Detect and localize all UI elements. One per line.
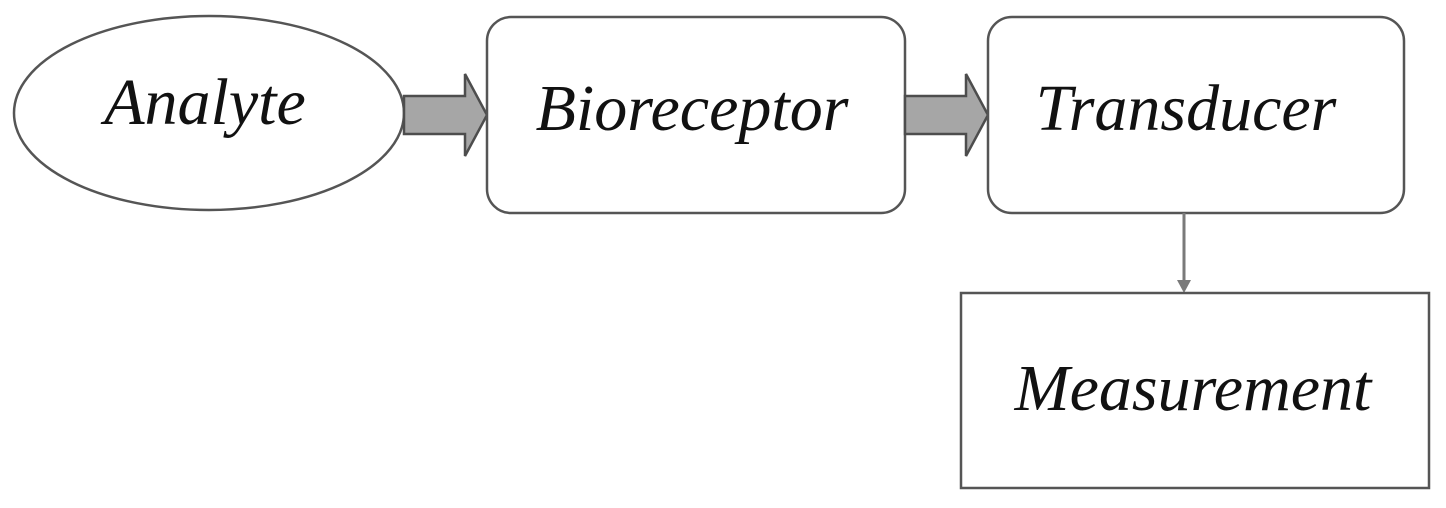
measurement-shape (959, 291, 1431, 490)
arrow-bioreceptor-to-transducer (903, 73, 990, 157)
connector-arrowhead (1177, 280, 1191, 293)
node-analyte: Analyte (12, 14, 406, 212)
connector-transducer-to-measurement (1177, 213, 1191, 293)
arrow-analyte-to-bioreceptor (402, 73, 489, 157)
measurement-label: Measurement (1014, 352, 1373, 425)
analyte-label: Analyte (100, 66, 306, 139)
node-measurement: Measurement (959, 291, 1431, 490)
node-bioreceptor: Bioreceptor (485, 15, 907, 215)
node-transducer: Transducer (986, 15, 1406, 215)
transducer-label: Transducer (1036, 72, 1337, 145)
bioreceptor-label: Bioreceptor (536, 72, 849, 145)
transducer-shape (986, 15, 1406, 215)
